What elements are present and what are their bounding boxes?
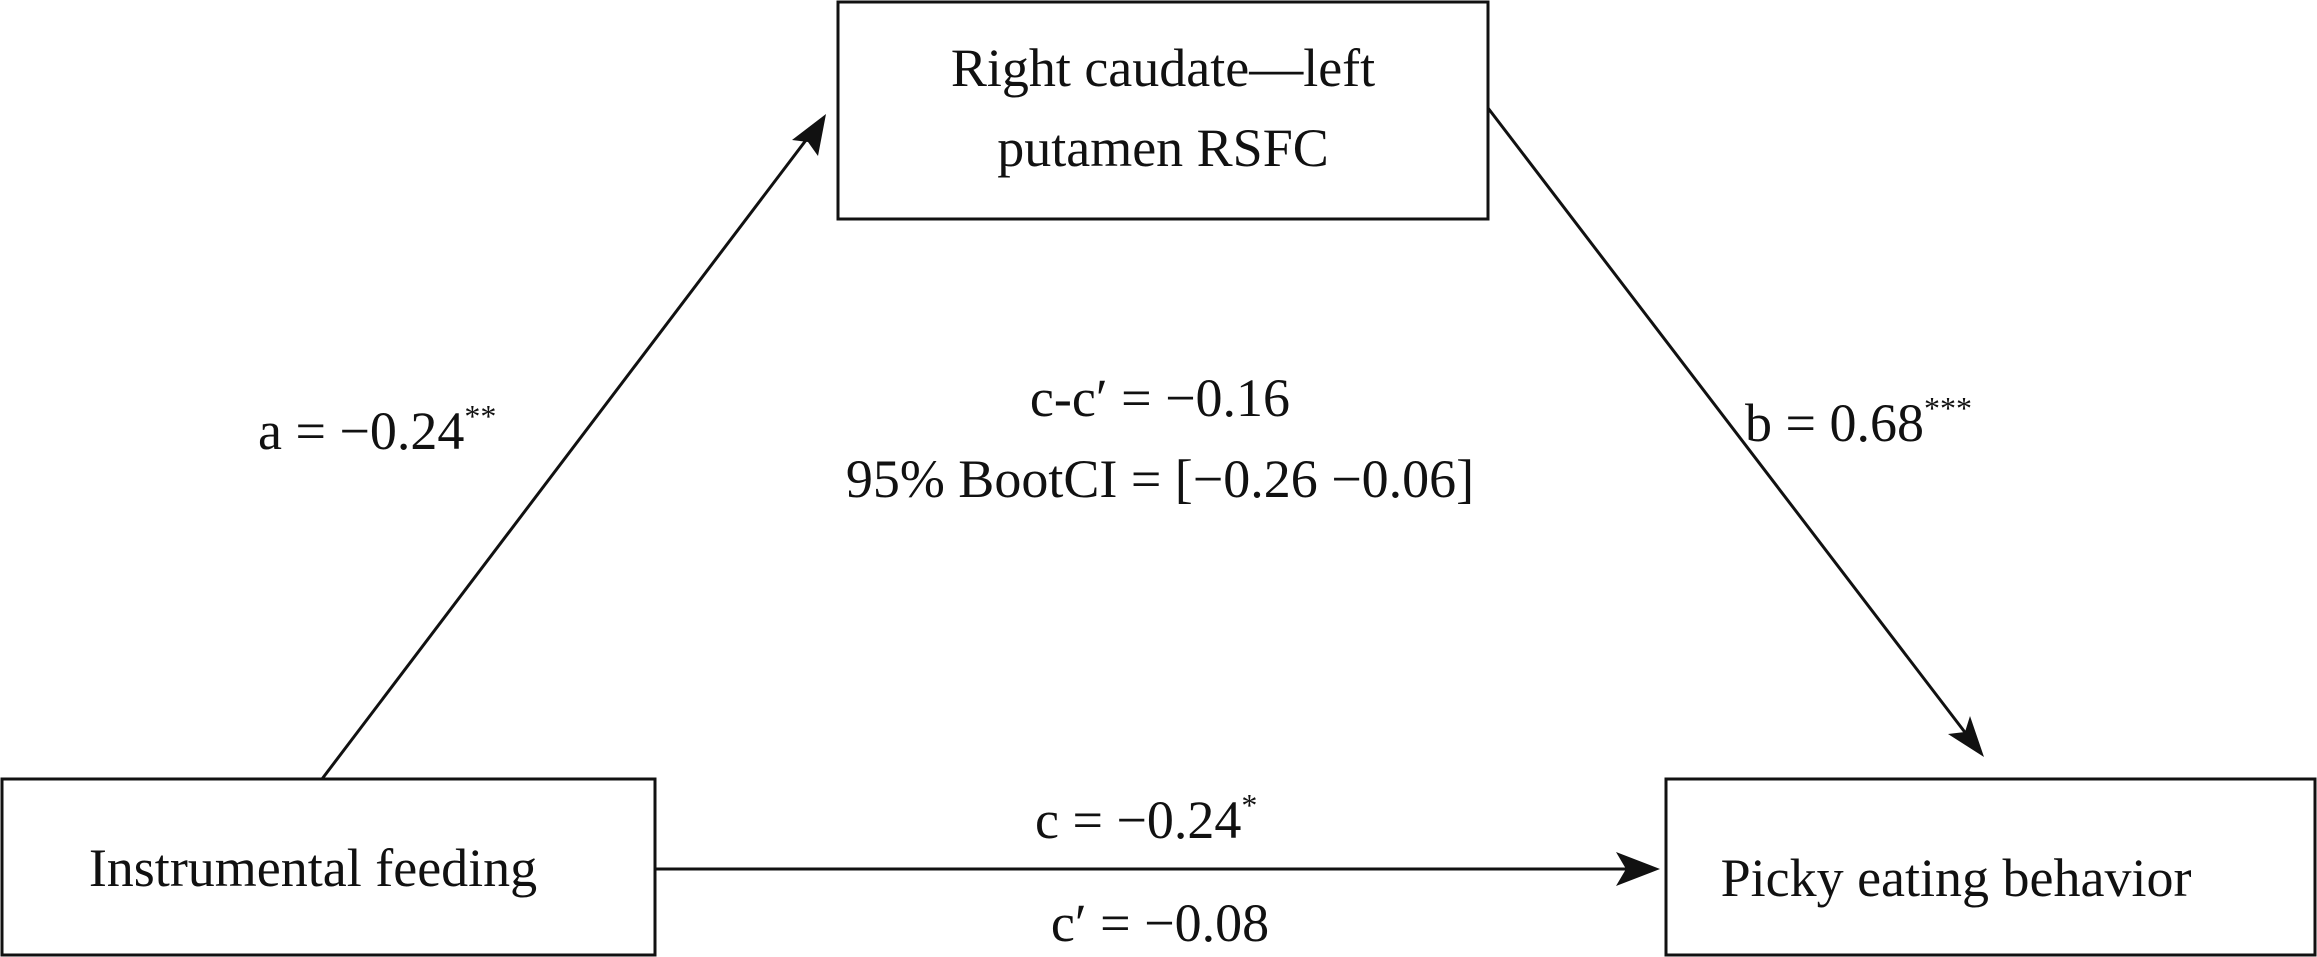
arrowhead-a — [792, 114, 826, 156]
arrowhead-c — [1616, 852, 1660, 886]
path-c-label: c = −0.24* — [1035, 787, 1257, 850]
predictor-label: Instrumental feeding — [89, 838, 537, 898]
outcome-box — [1664, 777, 2317, 957]
bootci-label: 95% BootCI = [−0.26 −0.06] — [846, 449, 1474, 509]
mediator-box — [836, 0, 1490, 221]
path-b-label: b = 0.68*** — [1745, 390, 1972, 453]
indirect-effect-label: c-c′ = −0.16 — [1030, 368, 1290, 428]
mediator-label-line2: putamen RSFC — [997, 118, 1329, 178]
path-b-arrow — [1486, 107, 1982, 753]
arrowhead-b — [1948, 716, 1984, 757]
path-a-label: a = −0.24** — [258, 398, 496, 461]
predictor-box — [0, 777, 657, 957]
outcome-label: Picky eating behavior — [1721, 848, 2192, 908]
path-c-prime-label: c′ = −0.08 — [1051, 893, 1269, 953]
mediator-label-line1: Right caudate—left — [951, 38, 1375, 98]
path-a-arrow — [320, 118, 824, 780]
